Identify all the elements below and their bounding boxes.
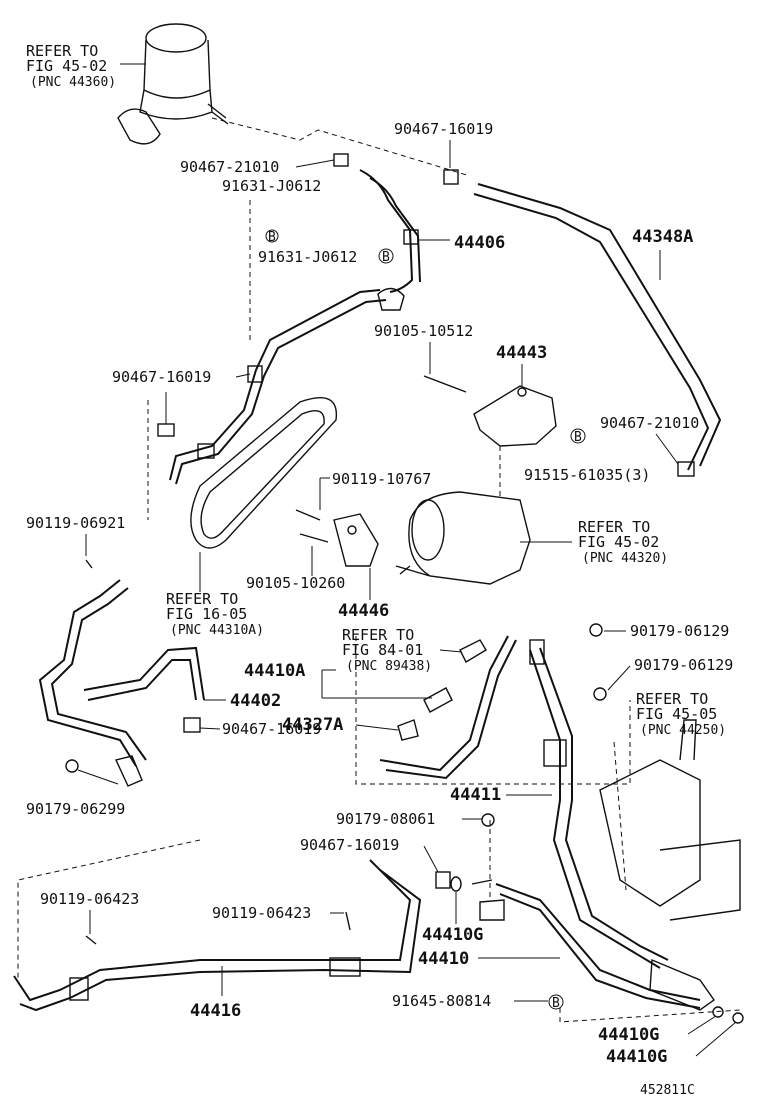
part-label: 90467-21010 [600, 414, 699, 432]
part-label: 91515-61035(3) [524, 466, 650, 484]
part-label: 44410G [606, 1047, 667, 1067]
part-label: 44410A [244, 661, 305, 681]
ref-reservoir-line1: REFER TO [26, 42, 98, 60]
ref-pump: REFER TO FIG 45-02 (PNC 44320) [520, 518, 668, 566]
ref-reservoir-line2: FIG 45-02 [26, 57, 107, 75]
ref-aux: REFER TO FIG 84-01 (PNC 89438) [342, 626, 463, 674]
part-label: 90179-06129 [634, 656, 733, 674]
ref-pump-line2: FIG 45-02 [578, 533, 659, 551]
b-mark: B [574, 430, 582, 445]
ref-gear-line1: REFER TO [636, 690, 708, 708]
part-label: 44327A [282, 715, 343, 735]
part-label: 90179-06299 [26, 800, 125, 818]
ref-belt: REFER TO FIG 16-05 (PNC 44310A) [166, 552, 264, 638]
ref-aux-line3: (PNC 89438) [346, 659, 432, 674]
ref-reservoir-line3: (PNC 44360) [30, 75, 116, 90]
part-label: 90179-08061 [336, 810, 435, 828]
ref-gear-line3: (PNC 44250) [640, 723, 726, 738]
ref-pump-line1: REFER TO [578, 518, 650, 536]
part-label: 90119-06921 [26, 514, 125, 532]
part-label: 44406 [454, 233, 505, 253]
part-label: 44443 [496, 343, 547, 363]
ref-belt-line3: (PNC 44310A) [170, 623, 264, 638]
ref-gear-line2: FIG 45-05 [636, 705, 717, 723]
part-label: 90119-10767 [332, 470, 431, 488]
part-label: 90105-10512 [374, 322, 473, 340]
reservoir-drawing [117, 23, 229, 145]
part-label: 44411 [450, 785, 501, 805]
figure-id: 452811C [640, 1083, 695, 1098]
b-mark: B [552, 996, 560, 1011]
part-label: 90179-06129 [630, 622, 729, 640]
ref-reservoir: REFER TO FIG 45-02 (PNC 44360) [26, 42, 146, 90]
part-label: 91631-J0612 [222, 177, 321, 195]
part-label: 44416 [190, 1001, 241, 1021]
part-label: 44348A [632, 227, 693, 247]
part-label: 91631-J0612 [258, 248, 357, 266]
part-label: 44410G [598, 1025, 659, 1045]
ref-pump-line3: (PNC 44320) [582, 551, 668, 566]
part-label: 90467-21010 [180, 158, 279, 176]
ref-aux-line2: FIG 84-01 [342, 641, 423, 659]
b-mark: B [382, 250, 390, 265]
part-label: 44402 [230, 691, 281, 711]
part-label: 44410 [418, 949, 469, 969]
part-label: 90467-16019 [222, 720, 321, 738]
ref-gear: REFER TO FIG 45-05 (PNC 44250) [636, 690, 726, 738]
part-label: 90119-06423 [40, 890, 139, 908]
ref-belt-line1: REFER TO [166, 590, 238, 608]
part-label: 44410G [422, 925, 483, 945]
part-label: 91645-80814 [392, 992, 491, 1010]
part-label: 90105-10260 [246, 574, 345, 592]
part-label: 90119-06423 [212, 904, 311, 922]
part-label: 90467-16019 [394, 120, 493, 138]
b-mark: B [268, 230, 276, 245]
part-label: 44446 [338, 601, 389, 621]
part-label: 90467-16019 [112, 368, 211, 386]
ref-aux-line1: REFER TO [342, 626, 414, 644]
part-label: 90467-16019 [300, 836, 399, 854]
ref-belt-line2: FIG 16-05 [166, 605, 247, 623]
